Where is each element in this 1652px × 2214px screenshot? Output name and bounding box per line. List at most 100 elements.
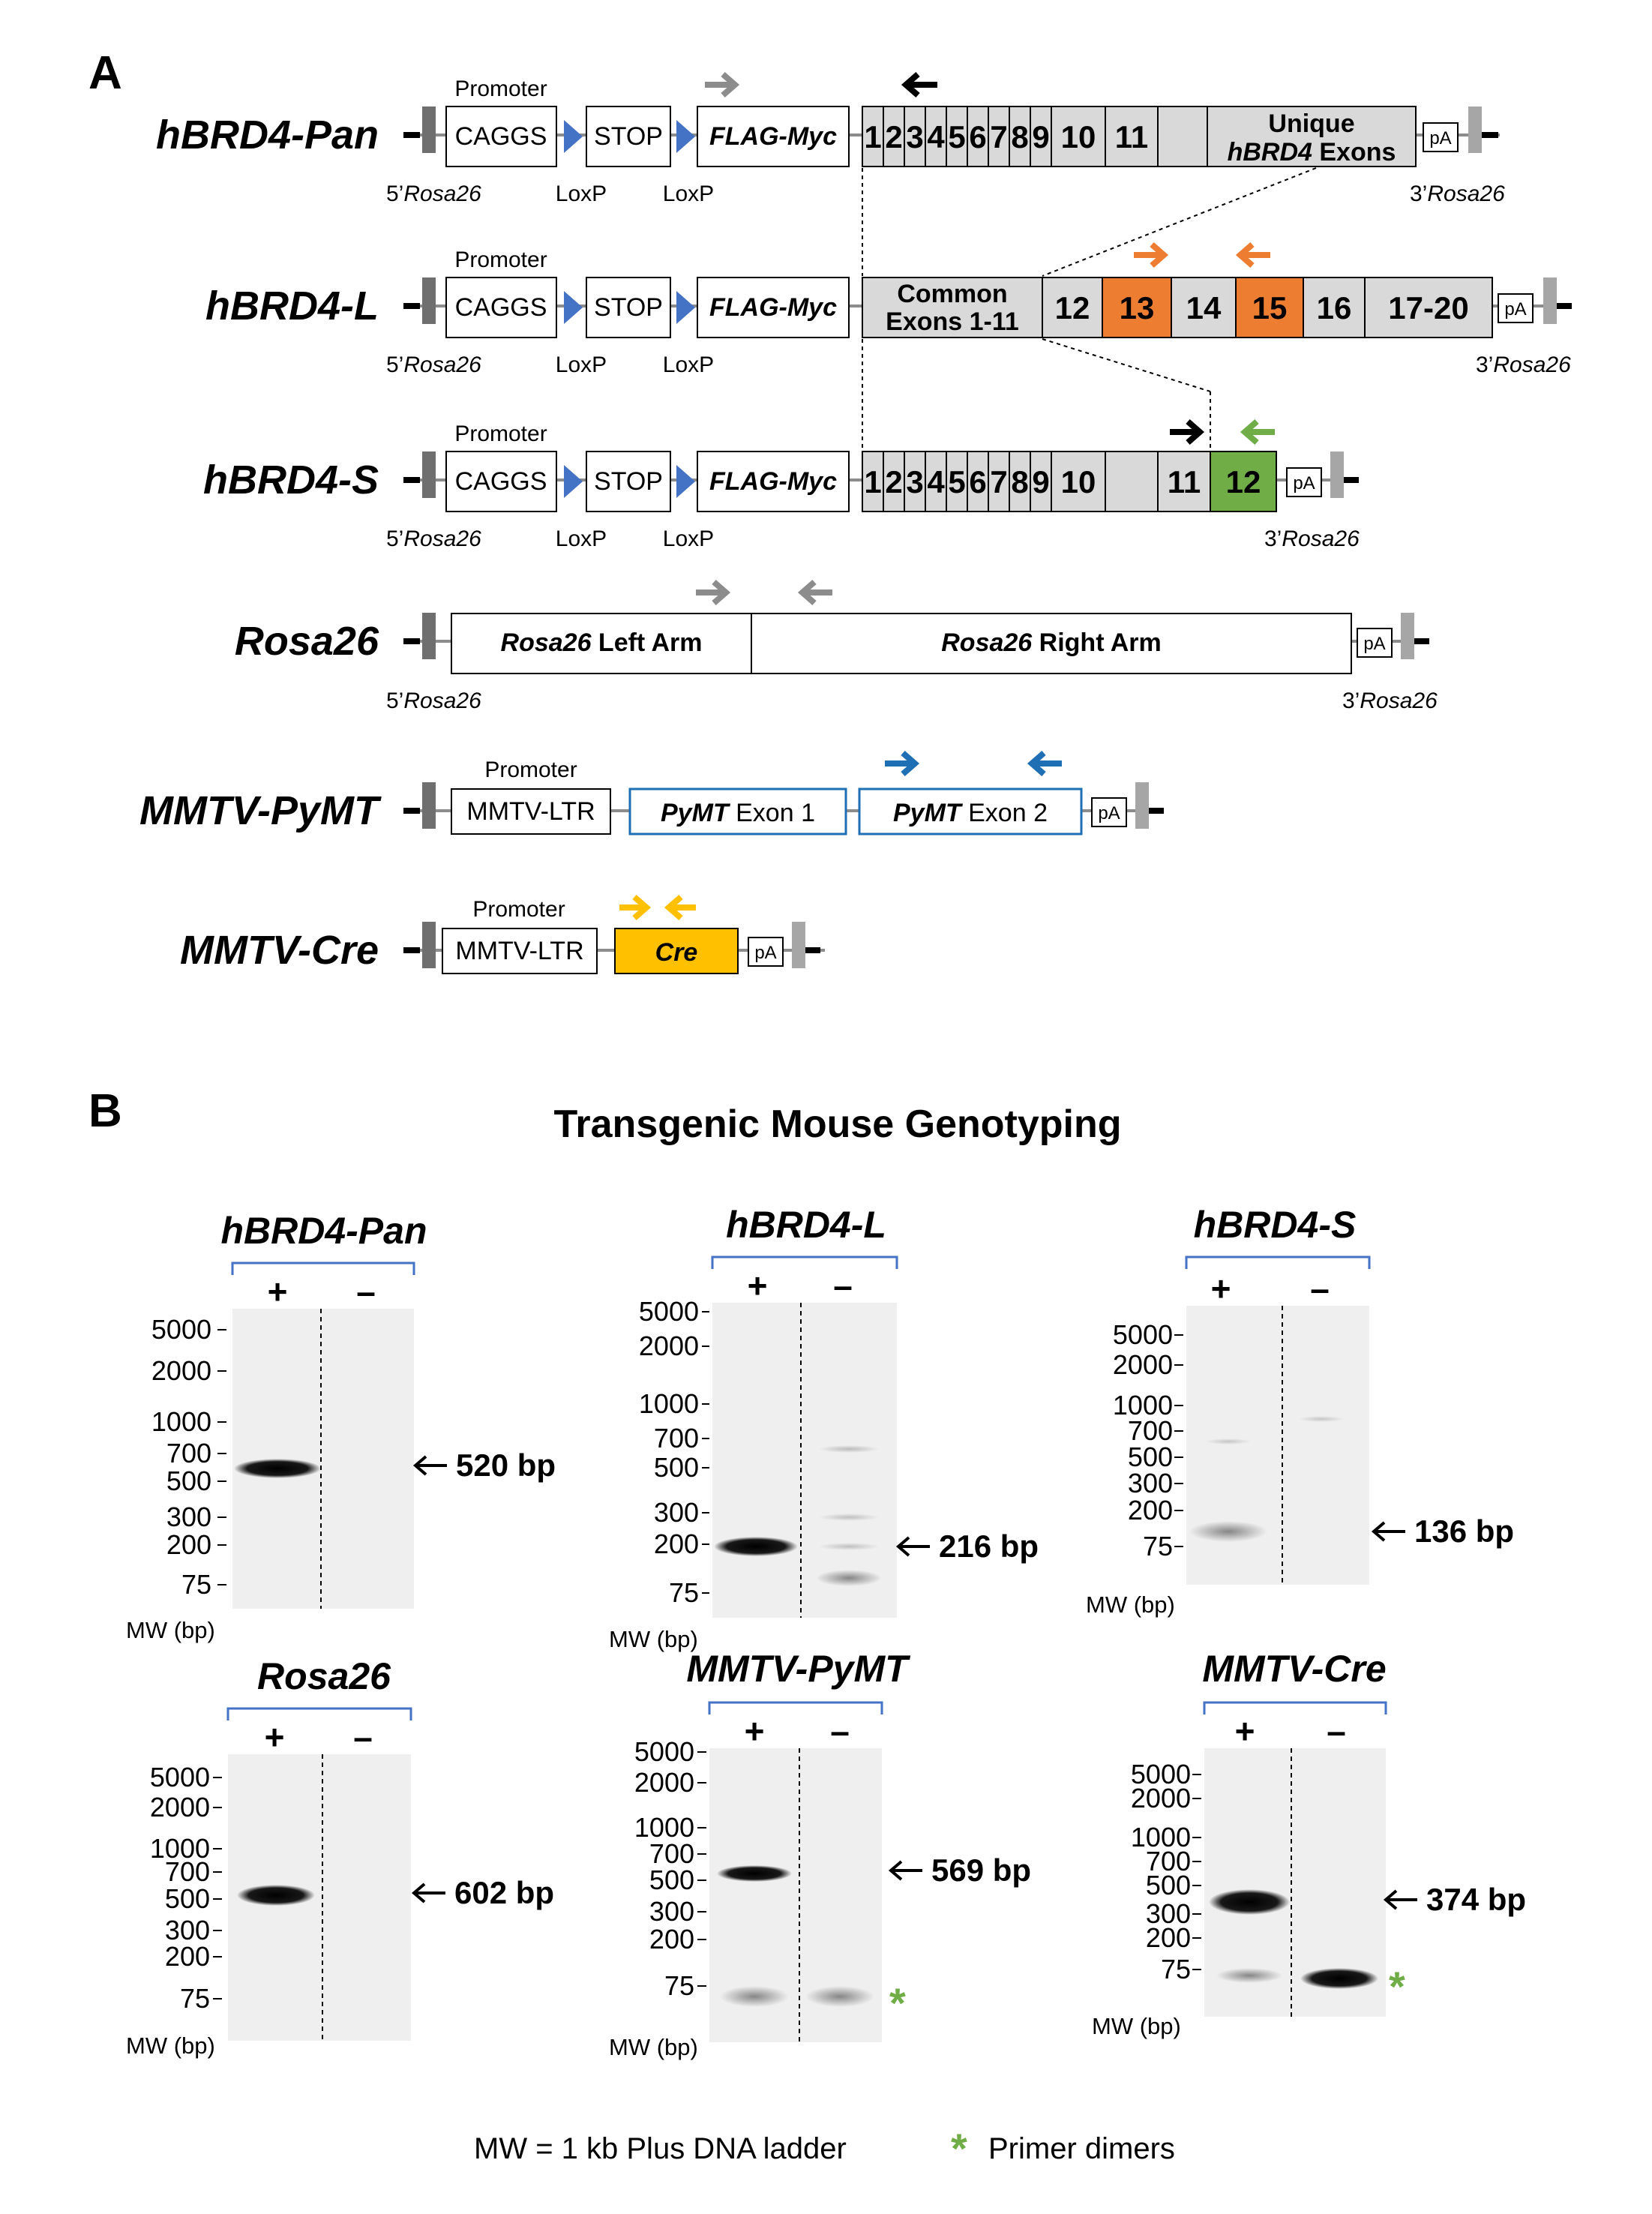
- gel-hbrd4-pan: hBRD4-Pan + – 5000 2000 1000 700 500 300…: [126, 1210, 556, 1643]
- gel-hbrd4-s: hBRD4-S + – 5000 2000 1000 700 500 300 2…: [1086, 1204, 1514, 1618]
- rosa26-3prime-marker: [1330, 452, 1344, 498]
- exon-15-highlight: [1235, 277, 1304, 338]
- ladder-label: 500: [649, 1864, 694, 1895]
- ladder-label: 5000: [1131, 1759, 1191, 1790]
- stop-cassette: STOP: [594, 293, 663, 322]
- exon-label: 16: [1317, 290, 1352, 326]
- rosa26-5prime-marker: [422, 613, 436, 659]
- band-arrow-icon: [411, 1882, 445, 1904]
- band-size-label: 136 bp: [1414, 1514, 1514, 1549]
- construct-hbrd4-l: hBRD4-L Promoter CAGGS STOP FLAG-Myc Com…: [205, 242, 1572, 377]
- flag-myc-tag: FLAG-Myc: [709, 467, 837, 496]
- primer-forward-arrow: [885, 750, 920, 777]
- ladder-label: 1000: [150, 1833, 210, 1864]
- loxp-label: LoxP: [663, 526, 714, 551]
- lane-plus: +: [748, 1266, 768, 1305]
- pcr-band: [714, 1537, 798, 1556]
- right-marker: [792, 922, 805, 968]
- ladder-label: 75: [664, 1970, 694, 2001]
- mw-axis-label: MW (bp): [126, 1617, 215, 1643]
- construct-name: MMTV-Cre: [180, 928, 379, 973]
- ladder-label: 500: [165, 1883, 210, 1914]
- gel-mmtv-pymt: MMTV-PyMT + – 5000 2000 1000 700 500 300…: [609, 1648, 1031, 2060]
- ladder-label: 1000: [1131, 1822, 1191, 1852]
- rosa26-3prime-marker: [1468, 106, 1482, 153]
- exon-label: 10: [1061, 464, 1096, 500]
- pcr-band: [234, 1459, 321, 1478]
- exon-label: 17-20: [1388, 290, 1468, 326]
- exon-label: 6: [969, 119, 986, 154]
- pymt-exon-1: [628, 788, 847, 836]
- cre-gene-label: Cre: [655, 938, 698, 967]
- gel-title: hBRD4-S: [1194, 1204, 1357, 1246]
- ladder-label: 2000: [639, 1330, 699, 1361]
- gel-image: [712, 1303, 897, 1618]
- exon-label: 7: [990, 119, 1007, 154]
- ladder-label: 5000: [151, 1314, 211, 1345]
- ladder-label: 300: [1146, 1898, 1191, 1929]
- pcr-band: [1209, 1889, 1290, 1915]
- common-exons-box: [862, 277, 1043, 338]
- ladder-label: 200: [166, 1529, 211, 1560]
- primer-reverse-arrow: [1240, 418, 1275, 446]
- construct-name: hBRD4-Pan: [156, 112, 379, 158]
- lane-minus: –: [830, 1712, 850, 1750]
- ladder-label: 300: [165, 1915, 210, 1946]
- loxp-triangle: [564, 465, 583, 498]
- mw-axis-label: MW (bp): [609, 2034, 698, 2060]
- exon-label: 4: [927, 464, 945, 500]
- primer-dimer-footnote: Primer dimers: [988, 2132, 1175, 2165]
- right-marker: [1135, 782, 1149, 829]
- loxp-label: LoxP: [556, 352, 607, 377]
- exon-row: 1 2 3 4 5 6 7 8 9 10 11: [864, 452, 1201, 512]
- gel-title: Rosa26: [257, 1655, 391, 1697]
- primer-forward-arrow: [696, 579, 731, 606]
- flag-myc-tag: FLAG-Myc: [709, 122, 837, 151]
- polya-signal: pA: [1098, 803, 1120, 824]
- primer-reverse-arrow: [664, 894, 696, 921]
- gel-mmtv-cre: MMTV-Cre + – 5000 2000 1000 700 500 300 …: [1092, 1648, 1526, 2039]
- exon-label: 11: [1168, 464, 1201, 500]
- ladder-label: 2000: [1131, 1783, 1191, 1814]
- exon-label: 1: [864, 119, 881, 154]
- rosa26-5prime-label: 5’Rosa26: [386, 688, 481, 713]
- loxp-triangle: [676, 291, 695, 324]
- exon-label: 6: [969, 464, 986, 500]
- pymt-exon-2-label: PyMT Exon 2: [893, 799, 1048, 827]
- construct-rosa26: Rosa26 Rosa26 Left Arm Rosa26 Right Arm …: [235, 579, 1438, 713]
- rosa26-left-arm-label: Rosa26 Left Arm: [501, 628, 703, 657]
- exon-label: 5: [948, 464, 965, 500]
- band-arrow-icon: [888, 1860, 922, 1881]
- caggs-promoter: CAGGS: [455, 293, 547, 322]
- ladder-label: 1000: [151, 1406, 211, 1437]
- gel-image: [232, 1309, 414, 1609]
- construct-name: MMTV-PyMT: [139, 788, 382, 833]
- lane-bracket: [1185, 1256, 1371, 1269]
- polya-signal: pA: [1363, 634, 1385, 654]
- lane-bracket: [226, 1707, 412, 1720]
- mmtv-ltr-promoter: MMTV-LTR: [466, 797, 595, 826]
- band-arrow-icon: [895, 1536, 930, 1557]
- lane-bracket: [231, 1262, 415, 1275]
- ladder-label: 700: [649, 1838, 694, 1869]
- exon-label: 8: [1011, 464, 1028, 500]
- gel-title: hBRD4-L: [726, 1204, 886, 1246]
- rosa26-5prime-label: 5’Rosa26: [386, 526, 481, 551]
- exon-row: 1 2 3 4 5 6 7 8 9 10 11: [864, 106, 1159, 166]
- ladder-label: 1000: [1113, 1390, 1173, 1420]
- exon-label: 3: [906, 464, 923, 500]
- faint-band: [819, 1445, 879, 1453]
- loxp-label: LoxP: [663, 182, 714, 206]
- polya-signal: pA: [754, 943, 776, 963]
- ladder-label: 200: [165, 1941, 210, 1972]
- exon-label: 4: [927, 119, 945, 154]
- ladder-label: 300: [1128, 1468, 1173, 1498]
- mmtv-ltr-promoter: MMTV-LTR: [455, 937, 583, 965]
- primer-forward-arrow: [1134, 242, 1169, 268]
- ladder-label: 300: [166, 1502, 211, 1532]
- panel-b-title: Transgenic Mouse Genotyping: [554, 1102, 1122, 1146]
- left-marker: [422, 782, 436, 829]
- primer-reverse-arrow: [1027, 750, 1062, 777]
- lane-minus: –: [1310, 1269, 1330, 1308]
